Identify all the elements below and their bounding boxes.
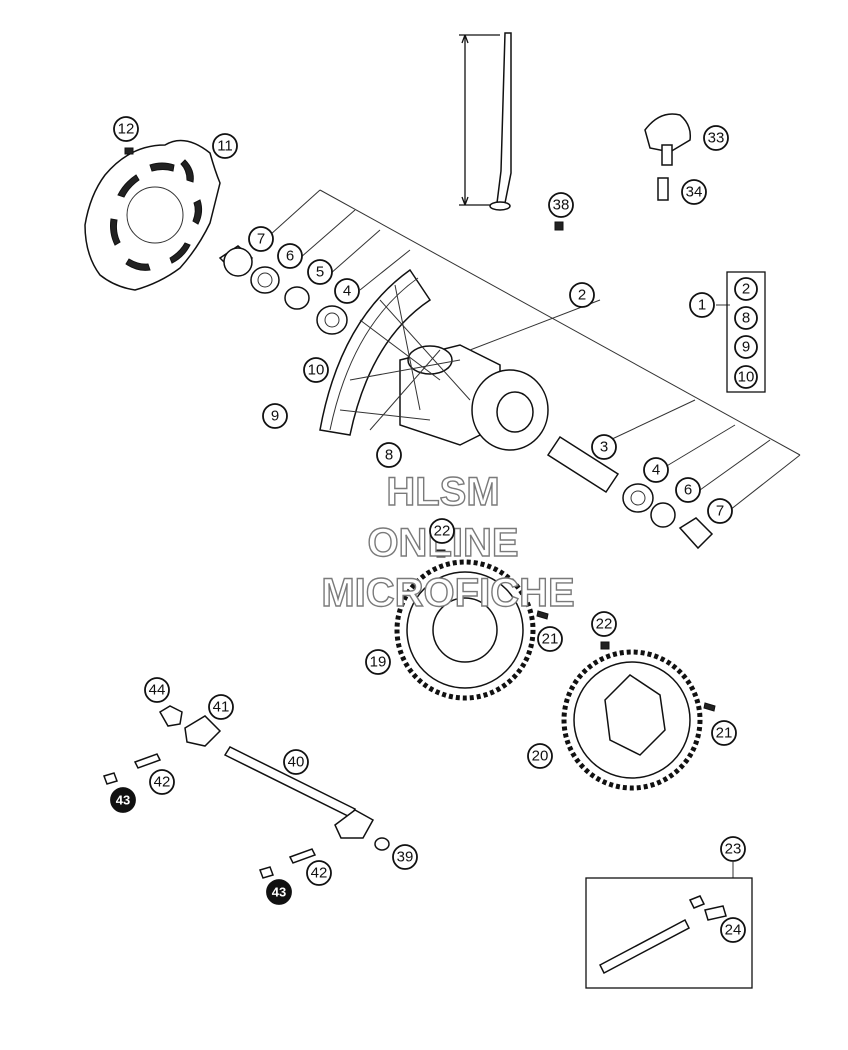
svg-text:22: 22 xyxy=(596,616,613,633)
callout-6-left: 6 xyxy=(277,243,303,269)
callout-20: 20 xyxy=(527,743,553,769)
svg-text:11: 11 xyxy=(217,138,233,155)
watermark: HLSM ONLINE MICROFICHE xyxy=(321,469,576,615)
svg-text:10: 10 xyxy=(308,362,325,379)
spoke-gauge xyxy=(459,32,512,211)
svg-text:12: 12 xyxy=(118,121,135,138)
svg-text:2: 2 xyxy=(578,287,586,304)
svg-text:43: 43 xyxy=(116,793,130,808)
svg-text:19: 19 xyxy=(370,654,387,671)
callout-9-main: 9 xyxy=(262,403,288,429)
callout-42-a: 42 xyxy=(149,769,175,795)
callout-9-kit: 9 xyxy=(734,335,758,359)
callout-42-b: 42 xyxy=(306,860,332,886)
callout-23: 23 xyxy=(720,836,746,862)
svg-text:40: 40 xyxy=(288,754,305,771)
sprocket-nut-1 xyxy=(436,549,446,558)
callout-4-right: 4 xyxy=(643,457,669,483)
callout-24: 24 xyxy=(720,917,746,943)
callout-12: 12 xyxy=(113,116,139,142)
rear-sprocket-19 xyxy=(394,559,536,701)
svg-text:22: 22 xyxy=(434,523,451,540)
svg-text:21: 21 xyxy=(716,725,733,742)
callout-2-kit: 2 xyxy=(734,277,758,301)
callout-43-b: 43 xyxy=(266,879,292,905)
chain-slider xyxy=(644,113,692,201)
callout-3: 3 xyxy=(591,434,617,460)
svg-text:5: 5 xyxy=(316,264,324,281)
svg-text:42: 42 xyxy=(154,774,171,791)
svg-text:20: 20 xyxy=(532,748,549,765)
leader-lines xyxy=(269,189,801,511)
callout-7-left: 7 xyxy=(248,226,274,252)
callout-8-main: 8 xyxy=(376,442,402,468)
svg-text:2: 2 xyxy=(742,281,750,298)
rear-sprocket-20 xyxy=(561,649,703,791)
svg-text:3: 3 xyxy=(600,439,608,456)
callouts: 1 2 2 3 4 4 5 6 6 7 7 8 8 9 9 10 10 11 1… xyxy=(110,116,758,943)
callout-7-right: 7 xyxy=(707,498,733,524)
svg-text:42: 42 xyxy=(311,865,328,882)
svg-text:23: 23 xyxy=(725,841,742,858)
callout-33: 33 xyxy=(703,125,729,151)
sprocket-bolt-1 xyxy=(536,610,549,620)
svg-text:39: 39 xyxy=(397,849,414,866)
sprocket-bolt-2 xyxy=(703,702,716,712)
callout-10-kit: 10 xyxy=(734,365,758,389)
callout-21-b: 21 xyxy=(711,720,737,746)
svg-text:10: 10 xyxy=(738,369,755,386)
brake-disc xyxy=(84,139,221,291)
svg-text:41: 41 xyxy=(213,699,230,716)
svg-text:44: 44 xyxy=(149,682,166,699)
callout-21-a: 21 xyxy=(537,626,563,652)
svg-text:34: 34 xyxy=(686,184,703,201)
svg-text:6: 6 xyxy=(286,248,294,265)
callout-22-a: 22 xyxy=(429,518,455,544)
svg-text:8: 8 xyxy=(385,447,393,464)
watermark-line3: MICROFICHE xyxy=(321,571,574,615)
svg-text:43: 43 xyxy=(272,885,286,900)
svg-text:8: 8 xyxy=(742,310,750,327)
callout-6-right: 6 xyxy=(675,477,701,503)
disc-screw xyxy=(124,147,134,155)
callout-44: 44 xyxy=(144,677,170,703)
callout-8-kit: 8 xyxy=(734,306,758,330)
left-spacers xyxy=(218,245,348,335)
svg-text:6: 6 xyxy=(684,482,692,499)
rear-wheel xyxy=(319,268,549,451)
chain-assembly xyxy=(585,862,753,989)
callout-38: 38 xyxy=(548,192,574,218)
callout-43-a: 43 xyxy=(110,787,136,813)
callout-22-b: 22 xyxy=(591,611,617,637)
svg-text:33: 33 xyxy=(708,130,725,147)
svg-text:21: 21 xyxy=(542,631,559,648)
callout-4-left: 4 xyxy=(334,278,360,304)
svg-text:9: 9 xyxy=(742,339,750,356)
valve-cap xyxy=(554,221,564,231)
svg-text:38: 38 xyxy=(553,197,570,214)
svg-text:4: 4 xyxy=(343,283,351,300)
callout-40: 40 xyxy=(283,749,309,775)
watermark-line1: HLSM xyxy=(386,470,499,514)
svg-text:9: 9 xyxy=(271,408,279,425)
callout-1: 1 xyxy=(689,292,715,318)
callout-39: 39 xyxy=(392,844,418,870)
callout-19: 19 xyxy=(365,649,391,675)
right-spacers xyxy=(546,435,714,550)
svg-text:1: 1 xyxy=(698,297,706,314)
svg-text:24: 24 xyxy=(725,922,742,939)
rear-axle xyxy=(103,705,390,879)
sprocket-nut-2 xyxy=(600,641,610,650)
kit-box xyxy=(726,271,766,393)
callout-41: 41 xyxy=(208,694,234,720)
svg-text:7: 7 xyxy=(716,503,724,520)
callout-5: 5 xyxy=(307,259,333,285)
callout-34: 34 xyxy=(681,179,707,205)
callout-2-main: 2 xyxy=(569,282,595,308)
callout-11: 11 xyxy=(212,133,238,159)
svg-text:4: 4 xyxy=(652,462,660,479)
svg-text:7: 7 xyxy=(257,231,265,248)
callout-10-main: 10 xyxy=(303,357,329,383)
